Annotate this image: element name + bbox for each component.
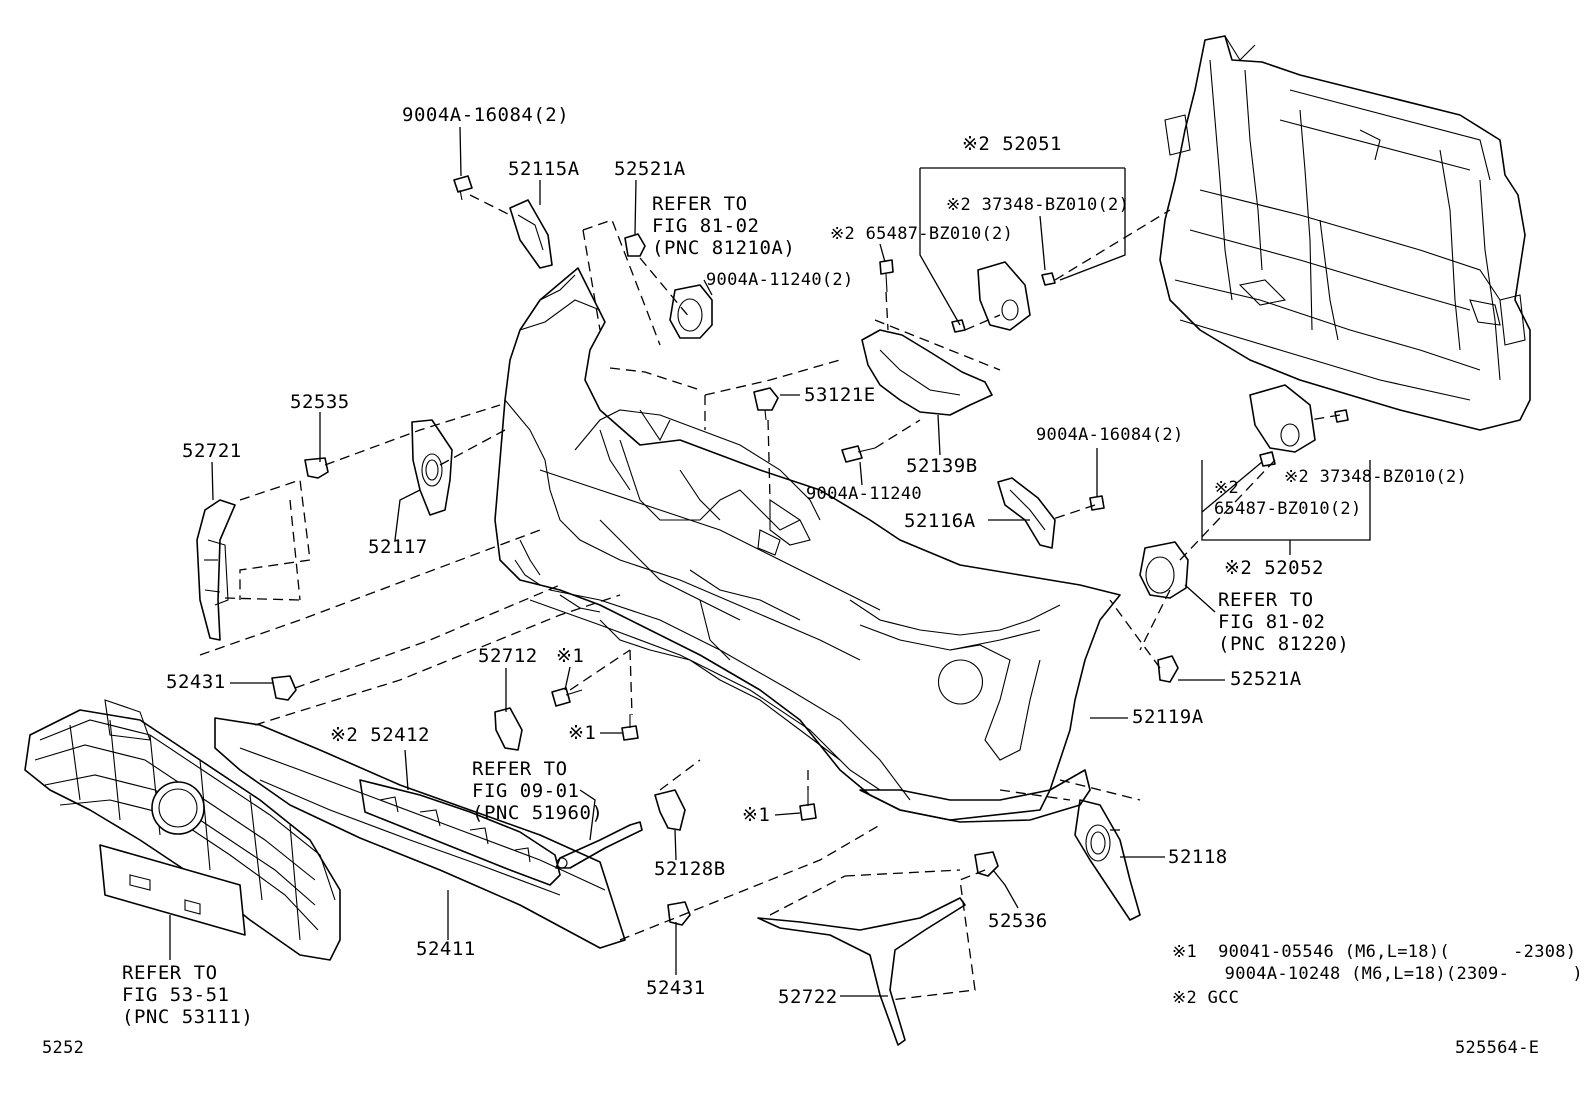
label-65487-top: ※2 65487-BZ010(2) <box>830 224 1014 244</box>
grille-53111 <box>24 699 341 961</box>
label-37348-top: ※2 37348-BZ010(2) <box>946 195 1130 215</box>
label-52115A: 52115A <box>508 158 580 180</box>
leader-lines <box>169 126 1371 997</box>
label-9004A-16084-top: 9004A-16084(2) <box>402 104 570 126</box>
label-refer-81220: REFER TO FIG 81-02 (PNC 81220) <box>1218 589 1350 655</box>
label-52521A-top: 52521A <box>614 158 686 180</box>
bracket-52115A <box>509 199 553 269</box>
label-52117: 52117 <box>368 536 428 558</box>
label-52118: 52118 <box>1168 846 1228 868</box>
label-9004A-11240: 9004A-11240 <box>806 484 922 504</box>
label-52411: 52411 <box>416 938 476 960</box>
label-mark1-b: ※1 <box>568 722 597 744</box>
label-52431-bottom: 52431 <box>646 977 706 999</box>
page-code-left: 5252 <box>42 1038 85 1058</box>
label-refer-81210A: REFER TO FIG 81-02 (PNC 81210A) <box>652 193 796 259</box>
radiator-support <box>1159 35 1531 431</box>
label-52128B: 52128B <box>654 858 726 880</box>
label-mark1-a: ※1 <box>556 645 585 667</box>
label-52116A: 52116A <box>904 510 976 532</box>
bracket-52412 <box>359 779 561 886</box>
fasteners <box>271 175 1349 926</box>
label-52139B: 52139B <box>906 455 978 477</box>
assembly-lines <box>199 194 1341 1001</box>
label-52052: ※2 52052 <box>1224 557 1324 579</box>
molding-52722 <box>757 897 966 1046</box>
front-bumper-cover <box>494 267 1121 821</box>
footnote-2: ※2 GCC <box>1172 988 1240 1008</box>
bracket-52116A <box>997 477 1056 549</box>
label-52536: 52536 <box>988 910 1048 932</box>
lower-lip-52119A <box>859 769 1091 823</box>
lower-spoiler-52411 <box>214 717 626 949</box>
label-refer-53111: REFER TO FIG 53-51 (PNC 53111) <box>122 962 254 1028</box>
fog-lamp-left <box>669 284 713 339</box>
label-53121E: 53121E <box>804 384 876 406</box>
label-52721: 52721 <box>182 440 242 462</box>
bracket-52051 <box>977 261 1031 331</box>
label-9004A-11240-2: 9004A-11240(2) <box>706 270 854 290</box>
label-65487-right: ※2 65487-BZ010(2) <box>1214 478 1362 519</box>
bracket-52139B <box>861 329 993 416</box>
label-mark1-c: ※1 <box>742 804 771 826</box>
label-52051: ※2 52051 <box>962 133 1062 155</box>
label-refer-51960: REFER TO FIG 09-01 (PNC 51960) <box>472 758 604 824</box>
page-code-right: 525564-E <box>1455 1038 1540 1058</box>
label-9004A-16084-right: 9004A-16084(2) <box>1036 425 1184 445</box>
label-52119A: 52119A <box>1132 706 1204 728</box>
bracket-52052 <box>1249 384 1316 453</box>
label-52431-left: 52431 <box>166 671 226 693</box>
label-52712: 52712 <box>478 645 538 667</box>
label-52412: ※2 52412 <box>330 724 430 746</box>
molding-52721 <box>196 499 236 641</box>
fog-cover-52118 <box>1074 799 1141 921</box>
label-52535: 52535 <box>290 391 350 413</box>
fog-cover-52117 <box>411 419 453 516</box>
footnote-1-line-1: ※1 90041-05546 (M6,L=18)( -2308) <box>1172 942 1577 962</box>
label-52722: 52722 <box>778 986 838 1008</box>
label-37348-right: ※2 37348-BZ010(2) <box>1284 467 1468 487</box>
fog-lamp-right <box>1139 541 1189 599</box>
label-52521A-right: 52521A <box>1230 668 1302 690</box>
footnote-1-line-2: 9004A-10248 (M6,L=18)(2309- ) <box>1172 964 1583 984</box>
